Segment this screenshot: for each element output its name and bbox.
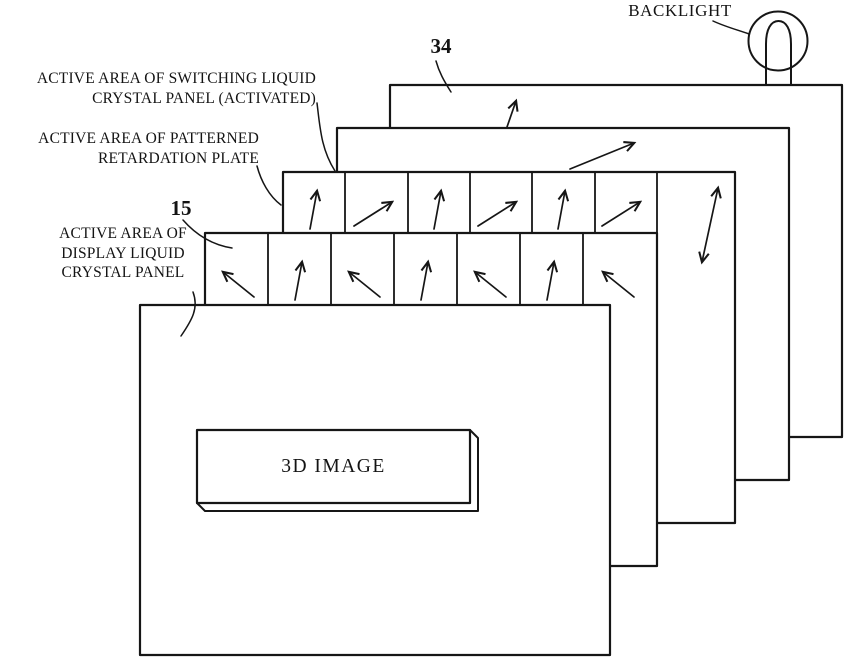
lamp-bulb (747, 10, 809, 72)
polarization-arrow-up (433, 191, 441, 230)
reference-numeral-34: 34 (430, 34, 452, 58)
polarization-arrow-ne (601, 202, 640, 227)
leader-ref-34 (435, 60, 452, 93)
polarization-arrow-ne (477, 202, 516, 227)
leader-display-panel (180, 291, 196, 337)
polarization-arrow-nw (603, 272, 635, 298)
backlight-lamp-icon (747, 10, 809, 86)
leader-lines (180, 20, 750, 337)
display-band-arrows (223, 262, 635, 301)
polarization-arrow-nw (475, 272, 507, 298)
retardation-plate-label: ACTIVE AREA OF PATTERNED RETARDATION PLA… (38, 130, 259, 167)
polarization-arrow-up (557, 191, 565, 230)
leader-ref-15 (182, 219, 233, 249)
polarization-arrow-nw (349, 272, 381, 298)
polarization-arrow-ne (569, 143, 634, 170)
retardation-band-arrows (309, 188, 718, 262)
backlight-label: BACKLIGHT (628, 1, 732, 20)
leader-backlight (712, 20, 750, 35)
polarization-arrow-up (309, 191, 317, 230)
leader-switching-panel (316, 102, 336, 172)
lamp-filament (765, 20, 792, 86)
ink-group (138, 10, 844, 657)
switching-panel-label: ACTIVE AREA OF SWITCHING LIQUID CRYSTAL … (36, 70, 316, 107)
polarization-arrow-up (546, 262, 554, 301)
image-box (195, 428, 479, 512)
image-box-face (195, 428, 472, 505)
reference-numeral-15: 15 (170, 196, 192, 220)
image-box-label: 3D IMAGE (281, 455, 386, 477)
polarization-arrow-double (702, 188, 718, 262)
polarization-arrow-ne (353, 202, 392, 227)
retardation-stripe-dividers (344, 171, 658, 237)
polarization-arrow-up (506, 101, 516, 128)
display-panel-label: ACTIVE AREA OF DISPLAY LIQUID CRYSTAL PA… (59, 225, 187, 281)
polarization-arrow-up (420, 262, 428, 301)
image-box-shadow-edge (196, 429, 479, 512)
leader-retardation-plate (256, 165, 282, 206)
polarization-arrow-up (294, 262, 302, 301)
polarization-arrow-nw (223, 272, 255, 298)
display-stripe-dividers (267, 232, 584, 308)
